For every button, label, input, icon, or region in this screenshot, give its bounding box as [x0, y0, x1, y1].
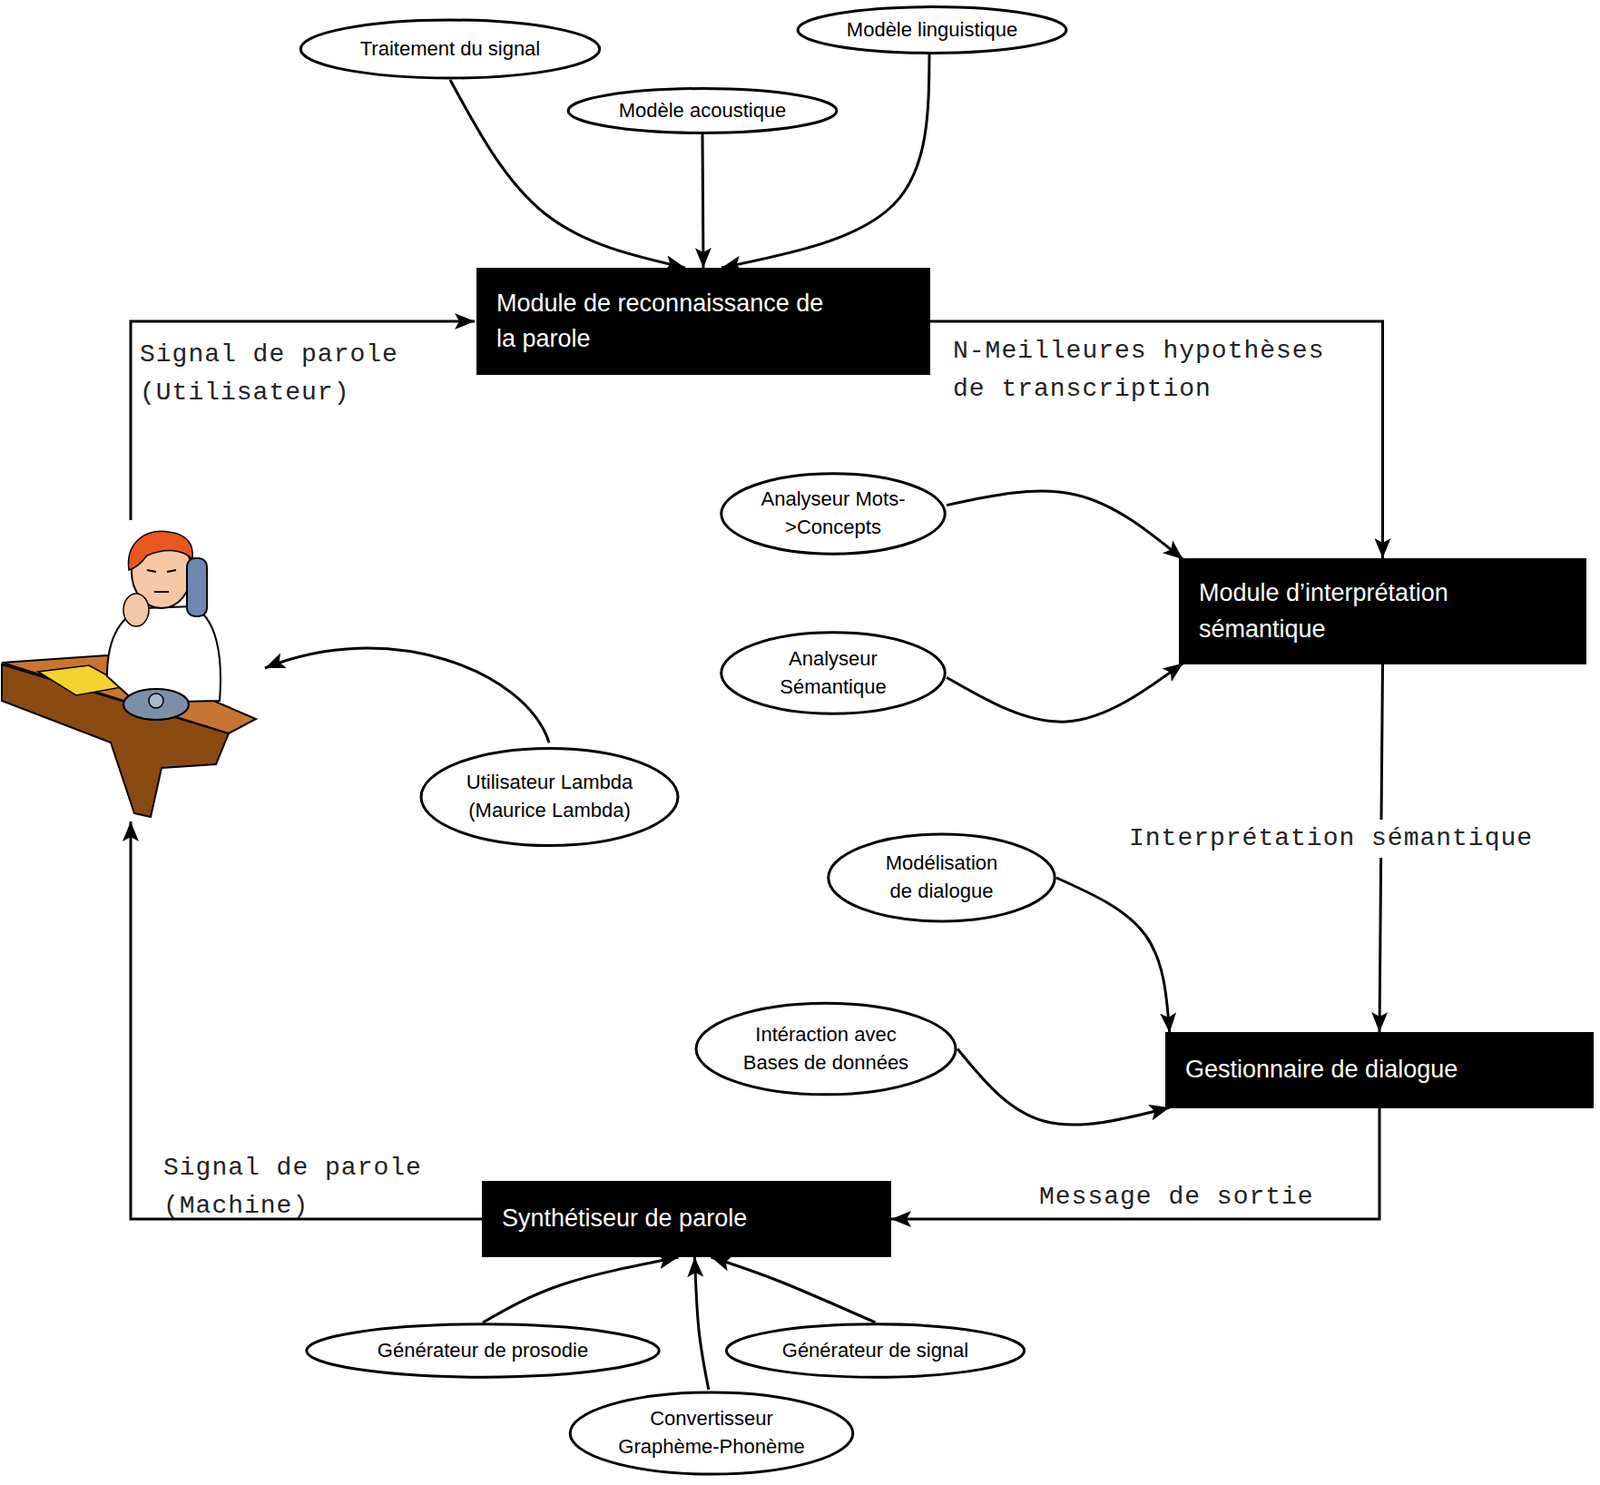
- resource-ellipse: Convertisseur Graphème-Phonème: [568, 1389, 855, 1477]
- node-text: Synthétiseur de parole: [501, 1200, 747, 1237]
- resource-ellipse: Analyseur Sémantique: [719, 629, 947, 717]
- node-text: Module d’interprétation sémantique: [1198, 575, 1499, 647]
- flow-connector: [482, 1256, 678, 1323]
- ellipse-shape: [726, 1324, 1024, 1377]
- ellipse-shape: [721, 632, 946, 714]
- resource-ellipse: Modélisation de dialogue: [826, 831, 1057, 924]
- ellipse-shape: [797, 7, 1067, 54]
- node-text: Analyseur Mots->Concepts: [754, 485, 913, 542]
- flow-connector: [702, 134, 704, 268]
- process-box: Synthétiseur de parole: [481, 1180, 892, 1257]
- ellipse-shape: [300, 19, 599, 79]
- flow-connector: [891, 1108, 1380, 1219]
- node-text: Utilisateur Lambda (Maurice Lambda): [454, 768, 646, 825]
- resource-ellipse: Intéraction avec Bases de données: [694, 1000, 958, 1098]
- process-box: Module de reconnaissance de la parole: [476, 267, 931, 375]
- node-text: Convertisseur Graphème-Phonème: [614, 1404, 810, 1462]
- ellipse-shape: [306, 1324, 659, 1377]
- ellipse-shape: [828, 834, 1055, 922]
- ellipse-shape: [721, 473, 946, 554]
- desk-phone: [123, 688, 189, 720]
- resource-ellipse: Modèle acoustique: [566, 87, 839, 135]
- ellipse-outline: [719, 471, 947, 557]
- user-signal-line: [130, 321, 475, 521]
- flow-connector: [930, 321, 1384, 559]
- ellipse-shape: [696, 1002, 956, 1095]
- ellipse-outline: [826, 831, 1057, 924]
- ellipse-outline: [719, 629, 947, 717]
- resource-ellipse: Générateur de prosodie: [304, 1322, 662, 1379]
- resource-ellipse: Traitement du signal: [298, 18, 602, 80]
- ellipse-outline: [419, 745, 680, 849]
- hair: [128, 530, 194, 570]
- flow-connector: [946, 663, 1183, 722]
- flow-connector: [946, 490, 1183, 560]
- flow-connector: [1056, 877, 1170, 1033]
- ellipse-outline: [568, 1389, 855, 1477]
- edge-label: Interprétation sémantique: [1125, 819, 1537, 858]
- user-leader: [265, 647, 550, 743]
- signal-label: Signal de parole (Machine): [163, 1148, 436, 1226]
- node-text: Modélisation de dialogue: [878, 849, 1006, 906]
- flow-connector: [695, 1256, 709, 1390]
- flow-connector: [957, 1049, 1170, 1126]
- resource-ellipse: Analyseur Mots->Concepts: [719, 471, 947, 557]
- node-text: Modèle acoustique: [618, 97, 787, 126]
- edge-label: N-Meilleures hypothèses de transcription: [952, 332, 1344, 409]
- node-text: Gestionnaire de dialogue: [1185, 1051, 1458, 1088]
- edge-label: Message de sortie: [1039, 1177, 1315, 1217]
- phone-dial: [148, 693, 164, 708]
- process-box: Module d’interprétation sémantique: [1178, 558, 1587, 665]
- node-text: Générateur de prosodie: [377, 1336, 589, 1365]
- node-text: Intéraction avec Bases de données: [735, 1020, 917, 1078]
- process-box: Gestionnaire de dialogue: [1165, 1031, 1594, 1109]
- ellipse-shape: [421, 747, 678, 845]
- user-illustration: [1, 530, 256, 817]
- signal-label: Signal de parole (Utilisateur): [139, 335, 413, 413]
- resource-ellipse: Utilisateur Lambda (Maurice Lambda): [419, 745, 680, 849]
- node-text: Générateur de signal: [782, 1336, 969, 1365]
- shirt: [107, 606, 221, 703]
- node-text: Modèle linguistique: [846, 16, 1018, 45]
- resource-ellipse: Modèle linguistique: [795, 5, 1069, 55]
- ellipse-outline: [694, 1000, 958, 1098]
- node-text: Analyseur Sémantique: [769, 645, 897, 702]
- resource-ellipse: Générateur de signal: [724, 1322, 1027, 1379]
- ellipse-shape: [569, 1392, 854, 1474]
- node-text: Traitement du signal: [360, 35, 541, 64]
- eyes: [147, 569, 177, 592]
- handset: [186, 558, 207, 617]
- flow-connector: [711, 1256, 876, 1323]
- ellipse-shape: [568, 88, 837, 134]
- node-text: Module de reconnaissance de la parole: [496, 285, 842, 357]
- hand: [123, 593, 149, 627]
- flow-connector: [721, 54, 930, 268]
